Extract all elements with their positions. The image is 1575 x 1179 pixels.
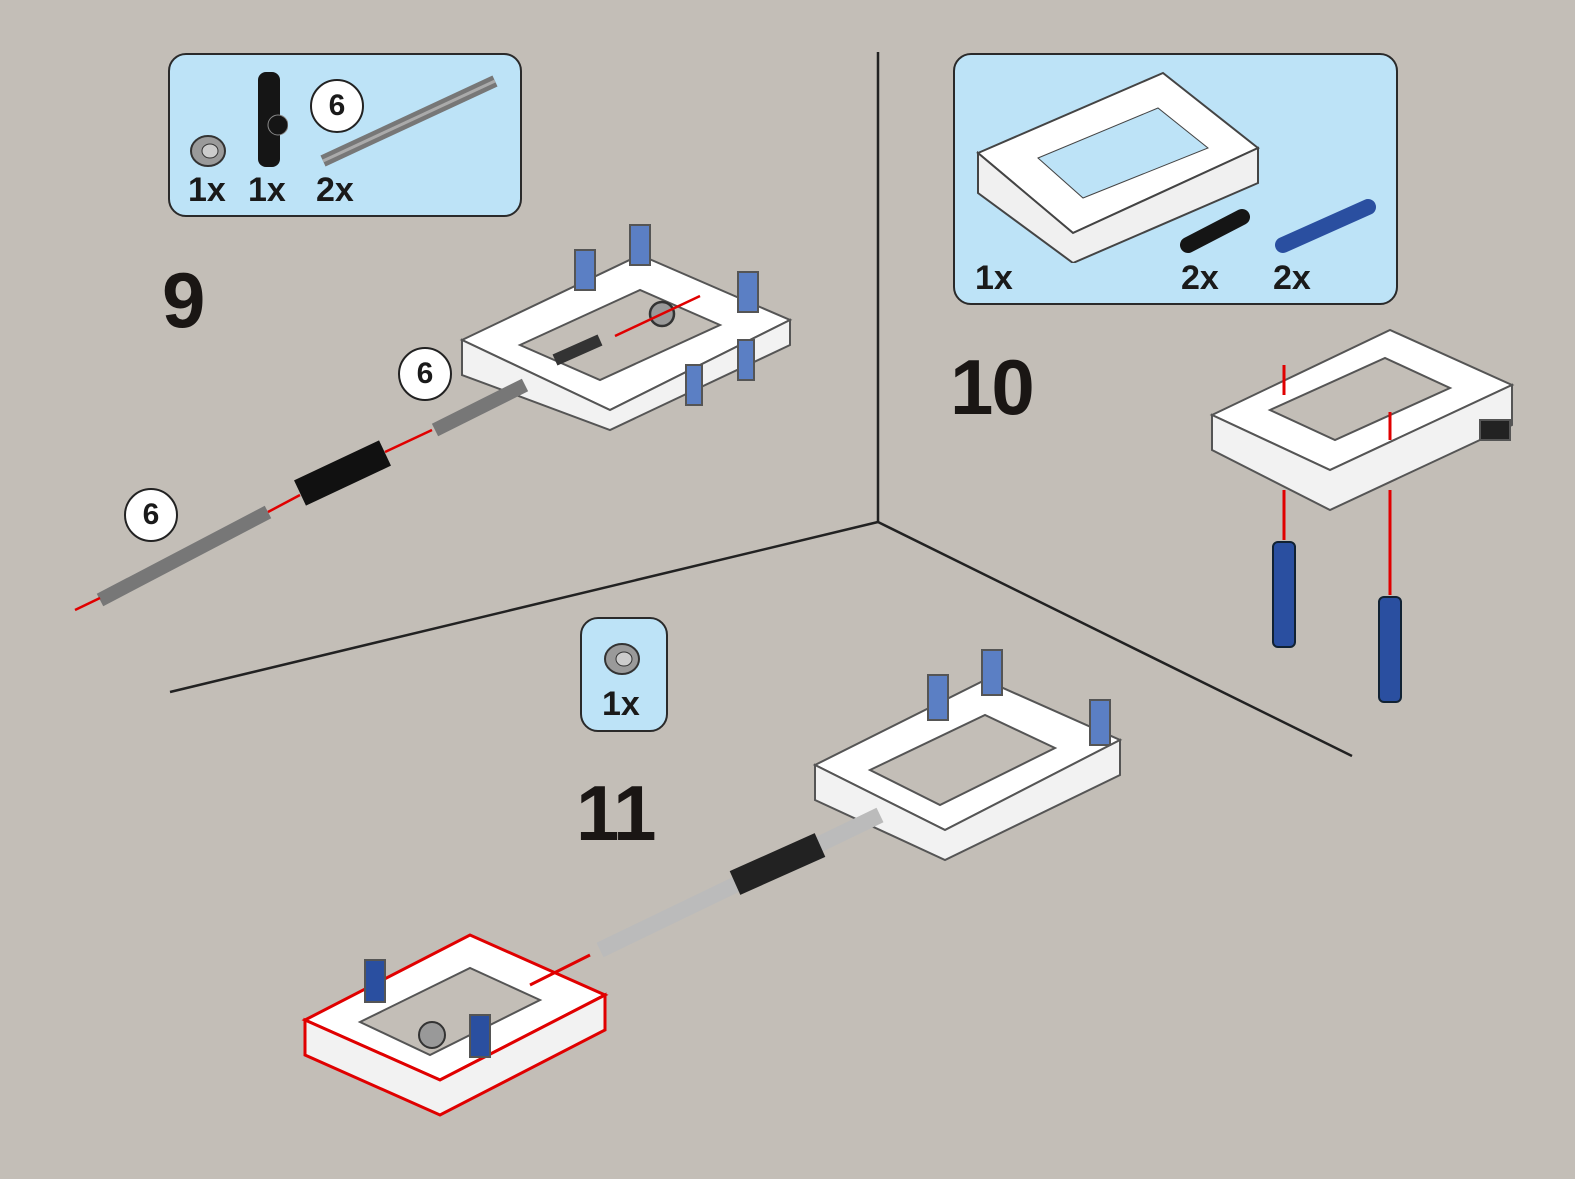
divider-lines <box>169 52 1353 758</box>
frame-icon <box>976 71 1260 263</box>
step10-assembly <box>1209 328 1515 703</box>
axle-length-callout: 6 <box>124 488 178 542</box>
part-qty: 1x <box>188 171 226 209</box>
blue-pin-icon <box>1275 199 1376 253</box>
step10-parts-box: 1x 2x 2x <box>953 53 1398 305</box>
step9-assembly <box>74 224 793 612</box>
part-qty: 2x <box>316 171 354 209</box>
part-qty: 1x <box>602 685 640 723</box>
step-number-10: 10 <box>950 343 1035 431</box>
part-qty: 1x <box>975 259 1013 297</box>
cross-block-icon <box>258 72 288 167</box>
step-number-11: 11 <box>576 769 656 857</box>
axle-length-callout: 6 <box>310 79 364 133</box>
bush-icon <box>604 643 640 675</box>
axle-icon <box>320 75 498 167</box>
step9-parts-box: 6 1x 1x 2x <box>168 53 522 217</box>
step11-parts-box: 1x <box>580 617 668 732</box>
black-pin-icon <box>1180 209 1250 253</box>
step11-assembly <box>301 649 1123 1117</box>
bush-icon <box>190 135 226 167</box>
part-qty: 2x <box>1273 259 1311 297</box>
axle-length-callout: 6 <box>398 347 452 401</box>
axle-parts <box>74 294 701 612</box>
part-qty: 2x <box>1181 259 1219 297</box>
part-qty: 1x <box>248 171 286 209</box>
step-number-9: 9 <box>162 256 205 344</box>
